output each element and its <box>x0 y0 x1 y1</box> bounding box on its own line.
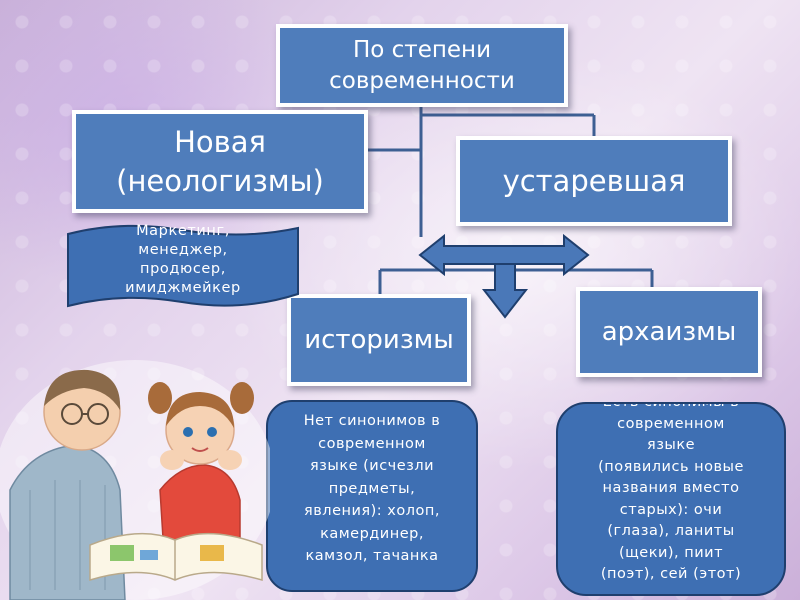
obsolete-words-box: устаревшая <box>456 136 732 226</box>
neologism-example-4: имиджмейкер <box>125 280 241 296</box>
archaisms-note-line8: (щеки), пиит <box>618 544 724 561</box>
obsolete-words-label: устаревшая <box>502 164 686 198</box>
archaisms-note: Есть синонимы в современном языке (появи… <box>556 402 786 596</box>
historisms-note-line6: камердинер, <box>320 525 424 542</box>
neologism-example-1: Маркетинг, <box>136 223 230 239</box>
root-label-line1: По степени <box>352 36 492 63</box>
down-arrow-icon <box>481 263 529 319</box>
historisms-note-line7: камзол, тачанка <box>305 548 439 564</box>
neologism-example-3: продюсер, <box>140 261 226 277</box>
historisms-label: историзмы <box>304 325 454 355</box>
archaisms-note-line1: Есть синонимы в <box>602 402 740 410</box>
root-label-line2: современности <box>329 67 515 94</box>
archaisms-note-line3: языке <box>646 437 696 453</box>
neologism-examples-shape <box>67 224 299 308</box>
archaisms-box: архаизмы <box>576 287 762 377</box>
double-arrow-icon <box>418 233 590 277</box>
archaisms-note-line6: старых): очи <box>619 501 723 518</box>
historisms-note-line3: языке (исчезли <box>309 458 435 474</box>
neologism-example-2: менеджер, <box>138 242 228 258</box>
historisms-note-line1: Нет синонимов в <box>303 413 441 429</box>
archaisms-note-line2: современном <box>617 415 725 432</box>
historisms-note: Нет синонимов в современном языке (исчез… <box>266 400 478 592</box>
archaisms-note-line4: (появились новые <box>598 458 744 475</box>
new-words-box: Новая (неологизмы) <box>72 110 368 213</box>
historisms-note-line4: предметы, <box>328 480 416 497</box>
root-box: По степени современности <box>276 24 568 107</box>
new-words-label-line2: (неологизмы) <box>116 163 324 198</box>
historisms-note-line5: явления): холоп, <box>304 503 440 519</box>
new-words-label-line1: Новая <box>174 124 266 159</box>
children-reading-illustration <box>0 360 270 600</box>
archaisms-label: архаизмы <box>601 317 737 347</box>
archaisms-note-line9: (поэт), сей (этот) <box>600 566 742 582</box>
archaisms-note-line7: (глаза), ланиты <box>607 523 735 539</box>
historisms-note-line2: современном <box>318 435 426 452</box>
neologism-examples-text: Маркетинг, менеджер, продюсер, имиджмейк… <box>66 222 300 312</box>
archaisms-note-line5: названия вместо <box>602 480 740 496</box>
historisms-box: историзмы <box>287 294 471 386</box>
